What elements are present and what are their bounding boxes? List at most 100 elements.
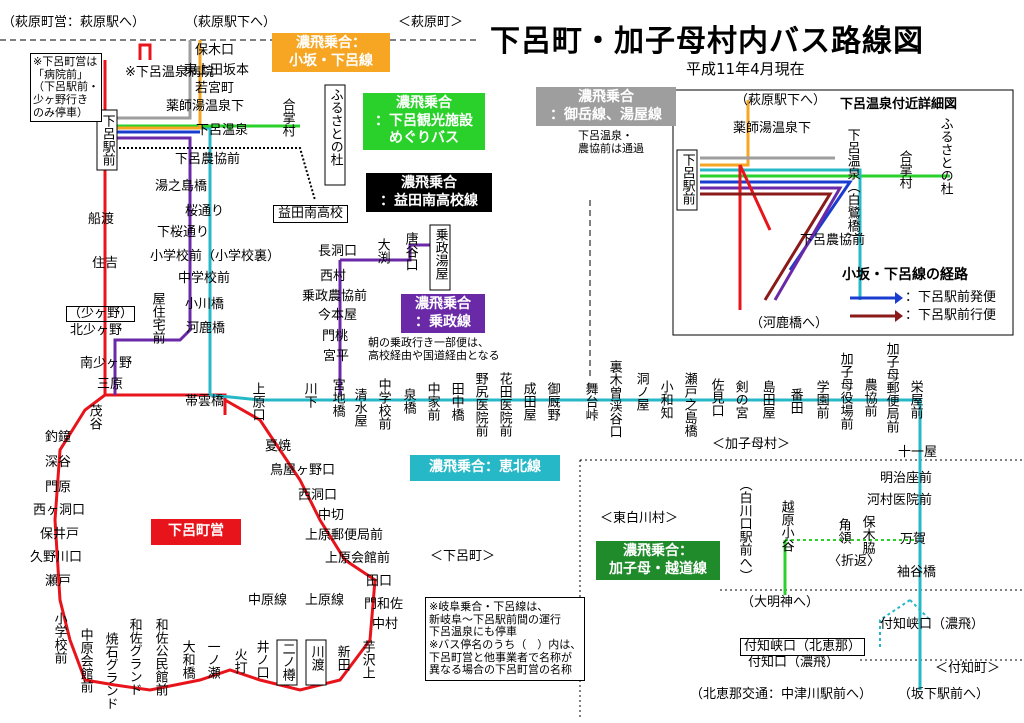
label-hagiwara-office: （萩原町営：萩原駅へ） <box>2 15 146 30</box>
stop-shimada: 島田屋 <box>759 380 775 419</box>
inset-routes <box>700 100 950 310</box>
stop-kita-shogano: 北少ヶ野 <box>70 323 123 338</box>
stop-yakeishi: 焼石グランド <box>102 632 118 710</box>
stop-natsuyake: 夏焼 <box>265 439 292 454</box>
stop-noukyo: 下呂農協前 <box>175 152 241 167</box>
furusato-box <box>324 84 346 186</box>
stop-sami: 佐見口 <box>708 378 724 417</box>
stop-obatake: 帯雲橋 <box>185 394 225 409</box>
kawado-box <box>305 639 327 686</box>
stop-imahon: 今本屋 <box>318 308 358 323</box>
stop-shogano-paren: （少ヶ野） <box>66 306 136 323</box>
stop-ogawa: 小川橋 <box>185 297 225 312</box>
stop-mimaya: 御厩野 <box>544 382 560 421</box>
stop-yunoshima: 湯之島橋 <box>155 179 208 194</box>
stop-gakuen: 学園前 <box>813 380 829 419</box>
note-ontake: 下呂温泉・ 農協前は通過 <box>578 129 644 155</box>
route-keihoku <box>160 126 922 690</box>
stop-masuda: 益田南高校 <box>273 205 349 224</box>
stop-fukaya: 深谷 <box>45 455 72 470</box>
stop-norimasa-nokyo: 乗政農協前 <box>302 289 368 304</box>
norimasa-box <box>429 224 451 291</box>
route-masuda <box>115 147 316 201</box>
stop-hokiwaki: 保木脇 <box>859 515 875 554</box>
route-box-masuda: 濃飛乗合 ：益田南高校線 <box>366 173 492 212</box>
stop-kawashita: 川下 <box>301 382 317 408</box>
note-hospital: ※下呂町営は 「病院前」 （下呂駅前・ 少ヶ野行き のみ停車） <box>30 53 102 123</box>
inset-legend-title: 小坂・下呂線の経路 <box>842 267 968 283</box>
label-hagiwara-town: ＜萩原町＞ <box>398 15 464 30</box>
inset-noukyo: 下呂農協前 <box>800 233 866 248</box>
inset-to-hagiwara: （萩原駅下へ） <box>735 93 827 108</box>
route-tsuchi <box>879 599 931 650</box>
stop-miyahira: 宮平 <box>323 349 350 364</box>
stop-owari: 大渕 <box>374 238 390 264</box>
route-gero-red <box>53 60 377 692</box>
stop-hoki: 保木口 <box>195 43 235 58</box>
route-box-keihoku: 濃飛乗合：恵北線 <box>410 455 560 481</box>
stop-toriyagano: 鳥屋ヶ野口 <box>270 463 336 478</box>
stop-senoshima: 瀬戸之島橋 <box>681 372 697 437</box>
stop-chugakko-2: 中学校前 <box>375 378 391 430</box>
stop-kashimo-yakuba: 加子母役場前 <box>837 352 853 430</box>
stop-shogakko: 小学校前（小学校裏） <box>150 249 281 264</box>
inset-gassho: 合掌村 <box>896 150 912 189</box>
route-box-kanko: 濃飛乗合 ：下呂観光施設 めぐりバス <box>363 93 485 150</box>
stop-shimosakura: 下桜通り <box>157 225 210 240</box>
stop-monwasa: 門和佐 <box>364 597 404 612</box>
stop-gero-station: 下呂駅前 <box>99 114 115 166</box>
route-box-gero-town: 下呂町営 <box>151 519 241 545</box>
label-higashishirakawa: ＜東白川村＞ <box>600 511 679 526</box>
label-uehara-line: 上原線 <box>305 593 345 608</box>
stop-chugakko: 中学校前 <box>178 271 231 286</box>
stop-uehara-yubin: 上原郵便局前 <box>305 528 384 543</box>
stop-uehara-kaikan: 上原会館前 <box>325 551 391 566</box>
stop-noukyo-kashimo: 農協前 <box>861 378 877 417</box>
stop-seto: 瀬戸 <box>45 574 72 589</box>
inset-kawashika: （河鹿橋へ） <box>750 316 829 331</box>
inset-yakushi: 薬師湯温泉下 <box>733 121 812 136</box>
stop-tsukechi: 付知峡口（濃飛） <box>880 617 985 632</box>
stop-sanbara: 三原 <box>97 377 124 392</box>
stop-higashi-ueda: 東上田坂本 <box>184 63 250 78</box>
stop-monwaki: 門桃 <box>322 329 349 344</box>
stop-orikaeshi: 〈折返〉 <box>828 554 881 569</box>
inset-station-box <box>676 149 698 211</box>
stop-nishihora: 西洞口 <box>298 488 338 503</box>
stop-manga: 万賀 <box>900 532 927 547</box>
stop-butai: 舞台峠 <box>582 382 598 421</box>
stop-taguchi: 田口 <box>366 574 393 589</box>
boundary-tsuchi <box>720 589 1024 661</box>
stop-yakushi: 薬師湯温泉下 <box>166 99 245 114</box>
stop-naruta: 成田屋 <box>520 382 536 421</box>
stop-uragi: 裏木曽渓谷口 <box>606 360 622 438</box>
stop-byoin: ※下呂温泉病院 <box>125 65 214 80</box>
stop-nakaya: 中家前 <box>424 382 440 421</box>
stop-hanada: 花田医院前 <box>496 372 512 437</box>
map-subtitle: 平成11年4月現在 <box>686 60 805 78</box>
route-box-ontake: 濃飛乗合 ：御岳線、湯屋線 <box>536 87 676 126</box>
stop-shinden: 新田 <box>334 645 350 671</box>
stop-nakahara: 中原会館前 <box>77 628 93 693</box>
stop-miyaji: 宮地橋 <box>329 378 345 417</box>
stop-hiuchi: 火打 <box>231 648 247 674</box>
stop-kowachi: 小和知 <box>657 380 673 419</box>
stop-furusato: ふるさとの杜 <box>327 88 343 166</box>
stop-sakashita: （坂下駅前へ） <box>898 687 990 702</box>
route-green <box>115 124 300 130</box>
stop-kawashika: 河鹿橋 <box>186 321 226 336</box>
stop-kenno: 剣の宮 <box>732 380 748 419</box>
stop-meiji: 明治座前 <box>880 471 933 486</box>
stop-banta: 番田 <box>787 388 803 414</box>
inset-frame <box>672 89 1014 336</box>
legend-arrowhead-blue <box>895 292 903 304</box>
stop-moshige: 茂谷 <box>86 404 102 430</box>
stop-nakamura: 中村 <box>372 617 399 632</box>
route-station-link <box>138 43 152 60</box>
inset-gero-onsen: 下呂温泉（白鷺橋） <box>844 128 860 245</box>
stop-tanaka: 田中橋 <box>448 382 464 421</box>
stop-kitaena: （北恵那交通：中津川駅前へ） <box>690 687 873 702</box>
stop-owa: 大和橋 <box>179 640 195 679</box>
stop-kadohara: 門原 <box>45 480 72 495</box>
inset-legend-arr: ：下呂駅前行便 <box>905 308 997 323</box>
